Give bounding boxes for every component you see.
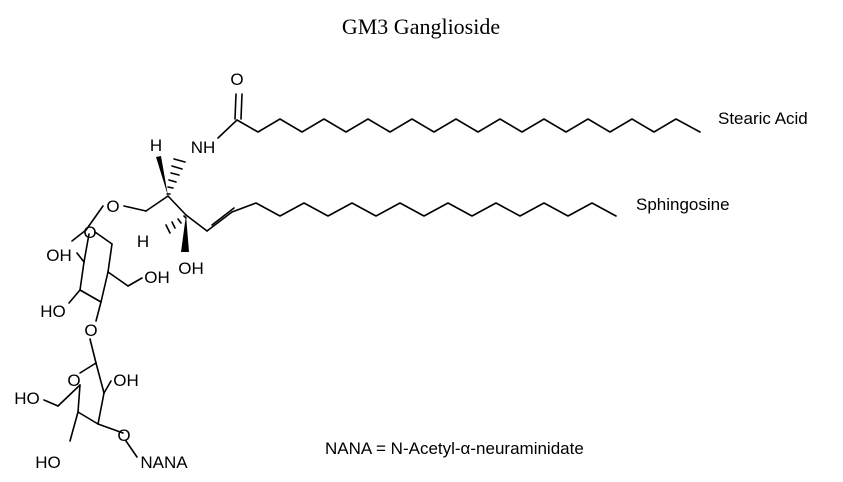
hydroxyl-galactose-ch2: HO xyxy=(14,389,40,408)
carbonyl-oxygen: O xyxy=(230,70,243,89)
hydroxyl-galactose-right: OH xyxy=(113,371,139,390)
nana-definition-label: NANA = N-Acetyl-α-neuraminidate xyxy=(325,439,584,458)
glycosidic-oxygen-top: O xyxy=(106,197,119,216)
galactose-ring xyxy=(43,362,138,458)
hydroxyl-glucose-ch2: OH xyxy=(144,268,170,287)
hash-wedge-c2-nh xyxy=(166,158,186,195)
hydroxyl-glucose-left: OH xyxy=(46,246,72,265)
hydroxyl-galactose-bottom: HO xyxy=(35,453,61,472)
bold-wedge-c2-h xyxy=(156,156,168,196)
ring-oxygen-glucose: O xyxy=(83,223,96,242)
sphingosine-chain xyxy=(185,202,617,232)
stearic-acid-label: Stearic Acid xyxy=(718,109,808,128)
ring-oxygen-galactose: O xyxy=(67,371,80,390)
hash-wedge-c3-h xyxy=(165,215,187,234)
hydroxyl-glucose-bottom: HO xyxy=(40,302,66,321)
glycosidic-oxygen-mid: O xyxy=(84,321,97,340)
hydrogen-c2-label: H xyxy=(150,136,162,155)
stereocenters xyxy=(123,156,189,252)
amide-nh-label: NH xyxy=(191,138,216,157)
hydrogen-c3-label: H xyxy=(137,232,149,251)
nana-label: NANA xyxy=(140,453,188,472)
hydroxyl-c3-label: OH xyxy=(178,259,204,278)
glucose-ring xyxy=(68,205,143,364)
bold-wedge-c3-oh xyxy=(181,215,189,252)
diagram-title: GM3 Ganglioside xyxy=(342,14,500,39)
oxygen-nana-link: O xyxy=(117,426,130,445)
stearic-acid-chain xyxy=(217,93,701,139)
sphingosine-label: Sphingosine xyxy=(636,195,730,214)
